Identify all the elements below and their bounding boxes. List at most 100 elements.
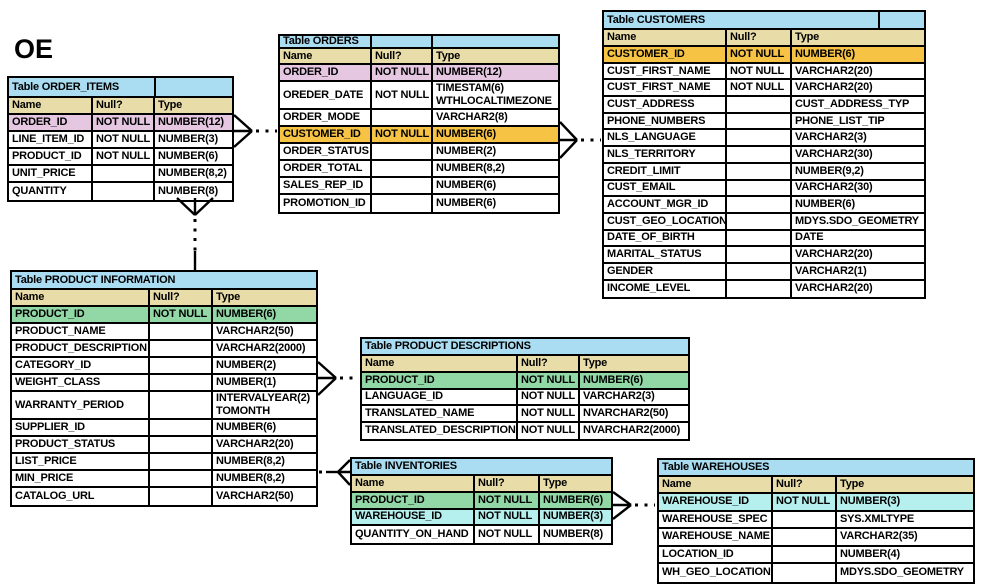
column-header-name: Name — [352, 476, 475, 491]
cell-type: VARCHAR2(50) — [213, 488, 316, 505]
cell-name: PROMOTION_ID — [280, 195, 372, 212]
table-title-spacer — [156, 78, 232, 96]
table-title: Table PRODUCT DESCRIPTIONS — [362, 339, 688, 354]
cell-null — [150, 341, 213, 356]
cell-name: ORDER_ID — [9, 115, 93, 130]
cell-null: NOT NULL — [93, 149, 155, 164]
connector-order-items-orders — [233, 114, 277, 148]
cell-null — [773, 564, 837, 582]
cell-type: VARCHAR2(2000) — [213, 341, 316, 356]
cell-null — [773, 529, 837, 545]
cell-type: NUMBER(6) — [433, 195, 558, 212]
cell-null — [727, 163, 792, 179]
cell-name: ORDER_ID — [280, 65, 372, 80]
column-header-type: Type — [792, 30, 924, 45]
cell-type: TIMESTAM(6)WTHLOCALTIMEZONE — [433, 82, 558, 108]
cell-null: NOT NULL — [518, 389, 580, 404]
cell-type: NUMBER(6) — [213, 307, 316, 322]
column-header-null: Null? — [150, 290, 213, 305]
cell-name: CUST_FIRST_NAME — [604, 80, 727, 96]
cell-null — [727, 280, 792, 298]
cell-name: TRANSLATED_NAME — [362, 406, 518, 421]
cell-null: NOT NULL — [475, 526, 540, 543]
cell-null — [372, 110, 433, 125]
column-header-type: Type — [837, 477, 973, 492]
cell-null — [727, 147, 792, 162]
cell-type: INTERVALYEAR(2)TOMONTH — [213, 392, 316, 418]
cell-type: NUMBER(12) — [155, 115, 232, 130]
cell-type: NUMBER(8,2) — [155, 166, 232, 181]
cell-name: WEIGHT_CLASS — [12, 375, 150, 390]
table-title-spacer — [880, 12, 924, 28]
cell-type: NUMBER(9,2) — [792, 163, 924, 179]
cell-type: NUMBER(3) — [540, 509, 611, 525]
column-header-type: Type — [540, 476, 611, 491]
column-header-null: Null? — [518, 356, 580, 371]
cell-name: LANGUAGE_ID — [362, 389, 518, 404]
cell-name: PRODUCT_ID — [352, 493, 475, 508]
cell-name: UNIT_PRICE — [9, 166, 93, 181]
table-row: CATEGORY_ID NUMBER(2) — [12, 358, 316, 375]
cell-name: PRODUCT_ID — [12, 307, 150, 322]
cell-type: VARCHAR2(20) — [792, 80, 924, 96]
cell-null: NOT NULL — [727, 80, 792, 96]
cell-name: ACCOUNT_MGR_ID — [604, 197, 727, 212]
cell-null: NOT NULL — [93, 115, 155, 130]
column-header-null: Null? — [93, 98, 155, 113]
table-title: Table ORDER_ITEMS — [9, 78, 156, 96]
cell-null — [150, 375, 213, 390]
cell-type: NVARCHAR2(2000) — [580, 422, 688, 439]
cell-null — [150, 392, 213, 418]
cell-type: PHONE_LIST_TIP — [792, 113, 924, 129]
cell-name: PHONE_NUMBERS — [604, 113, 727, 129]
column-header-name: Name — [280, 49, 372, 63]
oe-schema-label: OE — [14, 34, 54, 64]
cell-null: NOT NULL — [475, 493, 540, 508]
cell-name: NLS_TERRITORY — [604, 147, 727, 162]
column-header-name: Name — [659, 477, 773, 492]
cell-type: NUMBER(2) — [213, 358, 316, 373]
cell-null: NOT NULL — [372, 82, 433, 108]
connector-product-information-product-descriptions — [317, 361, 359, 396]
cell-null — [727, 113, 792, 129]
cell-type: MDYS.SDO_GEOMETRY — [837, 564, 973, 582]
column-header-null: Null? — [773, 477, 837, 492]
connector-order-items-product-information — [176, 197, 214, 271]
cell-name: CATEGORY_ID — [12, 358, 150, 373]
cell-name: WAREHOUSE_SPEC — [659, 511, 773, 527]
cell-name: SALES_REP_ID — [280, 178, 372, 193]
cell-name: ORDER_MODE — [280, 110, 372, 125]
cell-type: NUMBER(6) — [213, 420, 316, 435]
cell-name: INCOME_LEVEL — [604, 280, 727, 298]
cell-type: VARCHAR2(20) — [792, 247, 924, 262]
cell-type: NUMBER(6) — [433, 127, 558, 142]
table-row: UNIT_PRICE NUMBER(8,2) — [9, 166, 232, 183]
cell-type: NUMBER(6) — [155, 149, 232, 164]
column-header-type: Type — [155, 98, 232, 113]
cell-null: NOT NULL — [518, 406, 580, 421]
cell-null — [727, 247, 792, 262]
connector-inventories-warehouses — [612, 491, 655, 520]
cell-null — [773, 546, 837, 562]
